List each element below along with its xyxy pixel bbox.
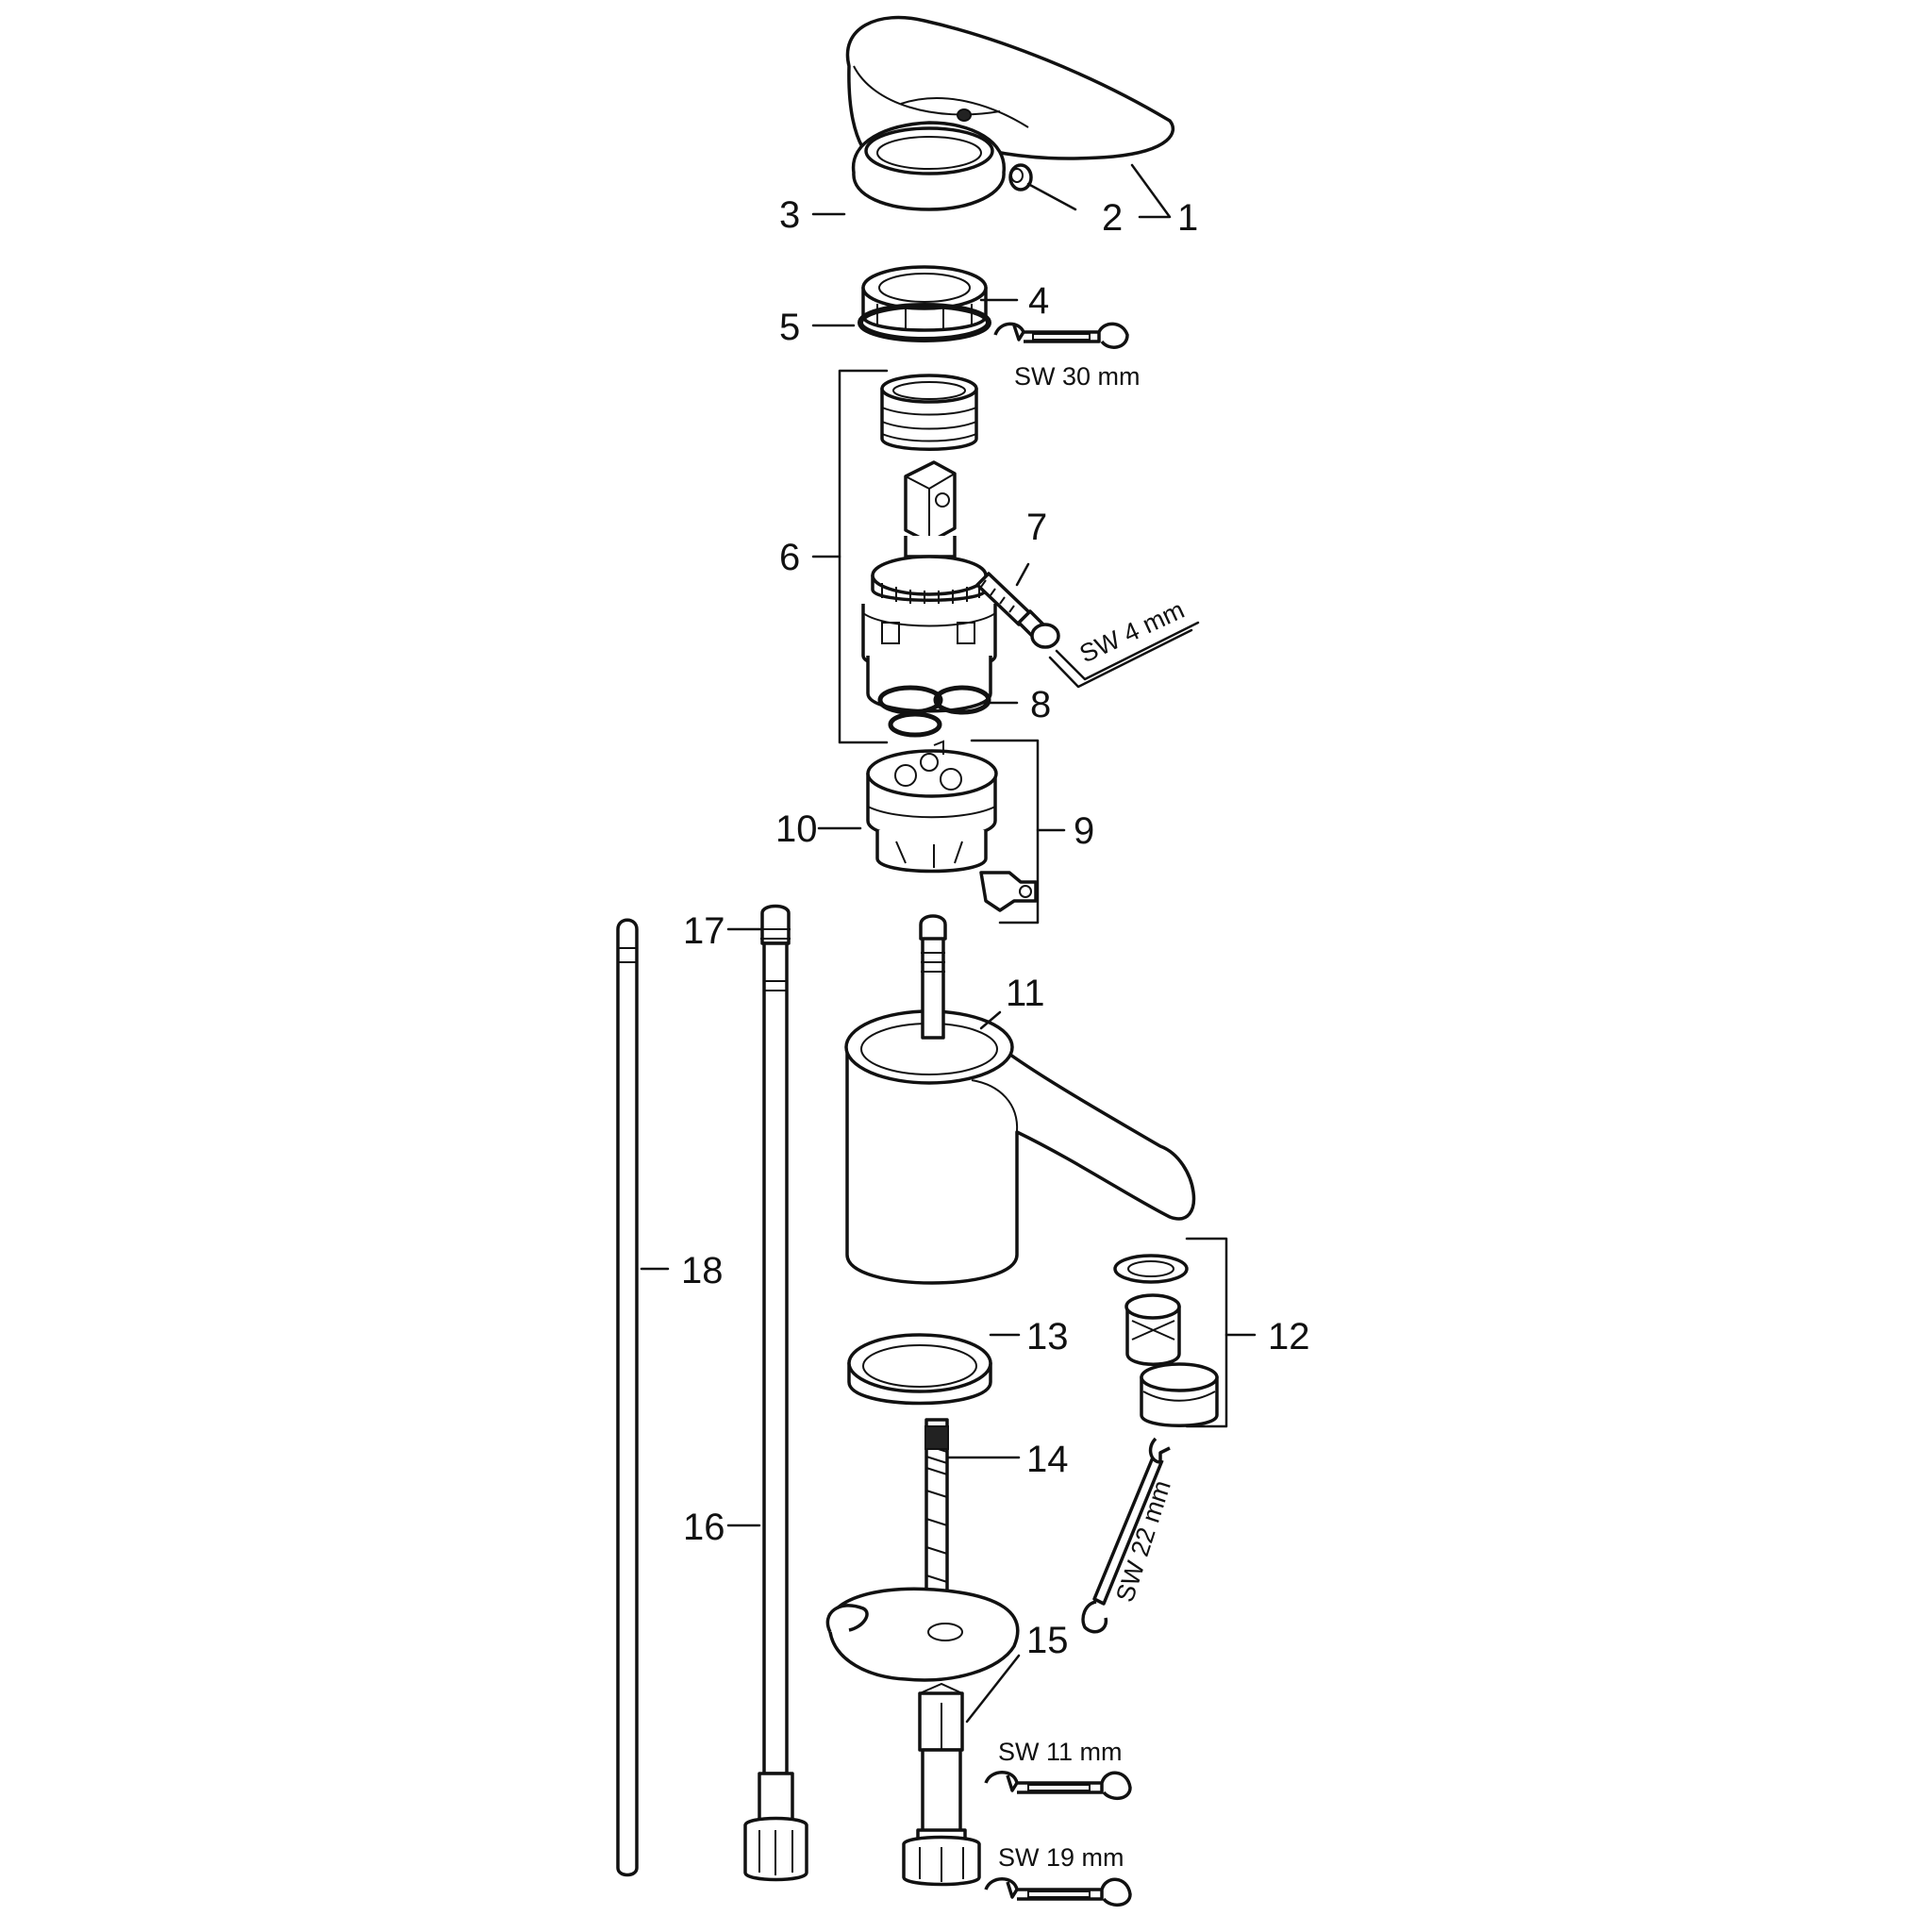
part-12-aerator	[1113, 1254, 1219, 1427]
callout-6: 6	[779, 537, 800, 578]
wrench-icon-sw19	[984, 1877, 1132, 1907]
callout-2: 2	[1102, 197, 1123, 239]
hose-top-center	[919, 914, 947, 1040]
callout-7: 7	[1026, 507, 1047, 548]
leader-lines	[640, 163, 1257, 1724]
callout-3: 3	[779, 194, 800, 236]
callout-9: 9	[1074, 810, 1094, 852]
part-8-o-rings	[877, 685, 991, 738]
callout-10: 10	[775, 808, 818, 850]
part-11-body	[844, 1009, 1196, 1285]
part-15-fastener	[825, 1587, 1020, 1841]
part-16-hose-left	[743, 904, 808, 1882]
wrench-icon-sw22	[1081, 1437, 1171, 1634]
part-6-cartridge	[861, 374, 997, 713]
wrench-icon-sw11	[984, 1771, 1132, 1800]
callout-5: 5	[779, 307, 800, 348]
callout-16: 16	[683, 1507, 725, 1548]
callout-11: 11	[1006, 973, 1045, 1014]
part-18-rod	[616, 918, 639, 1877]
callout-13: 13	[1026, 1316, 1069, 1357]
part-2-grub-screw	[1008, 163, 1033, 192]
callout-12: 12	[1268, 1316, 1310, 1357]
tool-label-sw4: SW 4 mm	[1075, 595, 1189, 668]
part-7-screw	[975, 572, 1060, 649]
callout-4: 4	[1028, 280, 1049, 322]
callout-1: 1	[1177, 197, 1198, 239]
allen-key-icon	[1048, 621, 1200, 689]
part-14-stud	[924, 1418, 949, 1624]
part-4-nut	[858, 265, 991, 342]
callout-17: 17	[683, 910, 725, 952]
wrench-icon-sw30	[993, 322, 1129, 349]
part-3-cover-cap	[851, 121, 1006, 211]
part-13-gasket	[847, 1333, 992, 1406]
tool-label-sw30: SW 30 mm	[1014, 362, 1141, 391]
callout-18: 18	[681, 1250, 724, 1291]
tool-label-sw11: SW 11 mm	[998, 1738, 1123, 1766]
part-10-base	[866, 740, 998, 874]
part-9-clip	[979, 871, 1038, 912]
hose-bottom-center	[902, 1828, 981, 1887]
callout-8: 8	[1030, 684, 1051, 725]
callout-14: 14	[1026, 1439, 1069, 1480]
callout-15: 15	[1026, 1620, 1069, 1661]
tool-label-sw19: SW 19 mm	[998, 1843, 1124, 1872]
